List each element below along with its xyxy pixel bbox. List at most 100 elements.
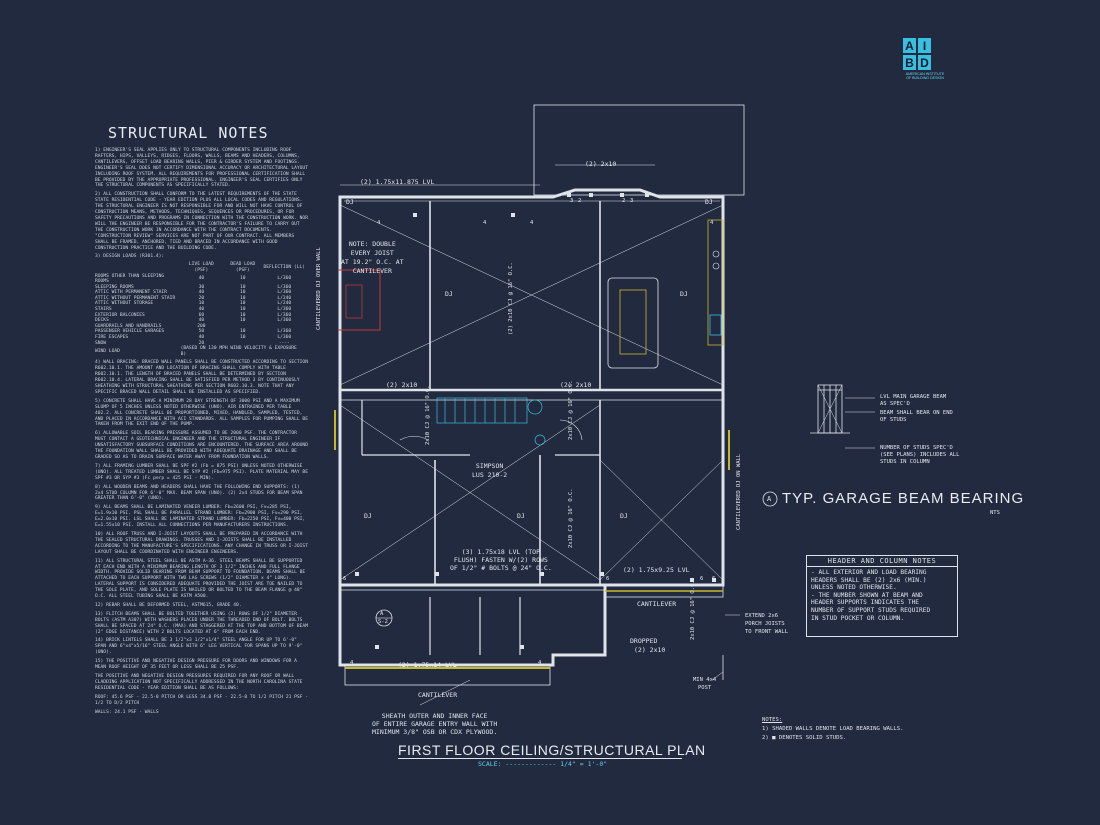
design-loads-table: LIVE LOAD (PSF) DEAD LOAD (PSF) DEFLECTI… xyxy=(95,262,305,357)
note-item: 12) REBAR SHALL BE DEFORMED STEEL, ASTM6… xyxy=(95,602,242,608)
dj-label: DJ xyxy=(346,198,354,206)
logo-letter: I xyxy=(918,38,931,53)
solid-studs xyxy=(355,193,716,649)
note-item: ROOF: 45.6 PSF - 22.5-0 PITCH OR LESS 34… xyxy=(95,694,308,706)
logo-letter: B xyxy=(903,55,916,70)
dj-label: DJ xyxy=(364,512,372,520)
stud-count: 4 xyxy=(710,220,714,226)
section-ref-sheet: S-2 xyxy=(378,619,388,625)
table-row: WIND LOAD(BASED ON 130 MPH WIND VELOCITY… xyxy=(95,346,297,357)
stud-count: 2 xyxy=(578,198,582,204)
note-item: 4) WALL BRACING: BRACED WALL PANELS SHAL… xyxy=(95,360,308,395)
joist-label: 2x10 CJ @ 16" O.C. xyxy=(690,580,696,640)
top-beam-label: (2) 1.75x11.875 LVL xyxy=(360,178,435,186)
note-item: 13) FLITCH BEAMS SHALL BE BOLTED TOGETHE… xyxy=(95,611,308,635)
dropped-label: DROPPED xyxy=(630,637,658,645)
dj-label: DJ xyxy=(705,198,713,206)
logo-letter: D xyxy=(918,55,931,70)
stud-count: 3 xyxy=(570,198,574,204)
joist-label: 2x10 CJ @ 16" O.C. xyxy=(568,380,574,440)
note-item: WALLS: 24.1 PSF - WALLS xyxy=(95,709,159,715)
kitchen-island xyxy=(607,277,659,369)
stud-count: 4 xyxy=(483,220,487,226)
lvl-right-label: (2) 1.75x9.25 LVL xyxy=(623,566,690,574)
stud-count: 4 xyxy=(377,220,381,226)
section-ref-letter: A xyxy=(380,611,384,617)
dj-label: DJ xyxy=(680,290,688,298)
joist-label: (2) 2x10 CJ @ 16" O.C. xyxy=(508,262,514,335)
table-header-row: LIVE LOAD (PSF) DEAD LOAD (PSF) DEFLECTI… xyxy=(188,262,305,273)
stair-beam-label: (2) 2x10 xyxy=(560,381,592,389)
note-item: 1) ENGINEER'S SEAL APPLIES ONLY TO STRUC… xyxy=(95,148,308,189)
stud-count: 2 xyxy=(622,198,626,204)
plan-title: FIRST FLOOR CEILING/STRUCTURAL PLAN xyxy=(398,742,706,758)
nts-label: NTS xyxy=(990,510,1000,516)
beam-detail-title: TYP. GARAGE BEAM BEARING xyxy=(782,490,1025,507)
general-notes: NOTES: 1) SHADED WALLS DENOTE LOAD BEARI… xyxy=(762,717,904,741)
joist-label: 2x10 CJ @ 16" O.C. xyxy=(425,385,431,445)
cantilever-right-porch-label: CANTILEVER xyxy=(637,600,677,608)
header-notes-title: HEADER AND COLUMN NOTES xyxy=(807,556,957,567)
stair-beam-label: (2) 2x10 xyxy=(386,381,418,389)
joist-label: 2x10 CJ @ 16" O.C. xyxy=(568,488,574,548)
note-item: 15) THE POSITIVE AND NEGATIVE DESIGN PRE… xyxy=(95,659,297,671)
dj-label: DJ xyxy=(445,290,453,298)
stud-count: 4 xyxy=(530,220,534,226)
note-item: THE POSITIVE AND NEGATIVE DESIGN PRESSUR… xyxy=(95,674,303,691)
bay-beam-label: (2) 2x10 xyxy=(585,160,617,168)
dj-label: DJ xyxy=(620,512,628,520)
stud-count: 6 xyxy=(343,576,347,582)
stud-count: 6 xyxy=(606,576,610,582)
logo-letter: A xyxy=(903,38,916,53)
joist-span-diagonal xyxy=(339,204,724,386)
beam-detail-ref: A xyxy=(767,495,772,503)
kitchen-counter xyxy=(707,219,724,346)
fireplace xyxy=(338,269,381,331)
dj-label: DJ xyxy=(517,512,525,520)
logo-caption: AMERICAN INSTITUTE OF BUILDING DESIGN xyxy=(905,72,945,80)
note-item: 6) ALLOWABLE SOIL BEARING PRESSURE ASSUM… xyxy=(95,431,308,460)
title-underline xyxy=(398,758,682,759)
upper-bay-outline xyxy=(533,104,745,196)
garage-beam-bearing-detail xyxy=(762,384,875,507)
note-item: 5) CONCRETE SHALL HAVE A MINIMUM 28 DAY … xyxy=(95,398,308,428)
bottom-cantilever xyxy=(344,664,551,686)
dropped-beam-label: (2) 2x10 xyxy=(634,646,666,654)
stud-count: 6 xyxy=(712,576,716,582)
scale-label: SCALE: ------------- 1/4" = 1'-0" xyxy=(478,760,608,768)
note-item: 7) ALL FRAMING LUMBER SHALL BE SPF #2 (F… xyxy=(95,463,308,481)
joist-span-diagonal xyxy=(339,404,601,581)
note-item: 11) ALL STRUCTURAL STEEL SHALL BE ASTM A… xyxy=(95,558,306,600)
stud-count: 6 xyxy=(700,576,704,582)
stairs xyxy=(436,397,546,446)
stud-count: 3 xyxy=(630,198,634,204)
beam-callout: NUMBER OF STUDS SPEC'D(SEE PLANS) INCLUD… xyxy=(880,445,960,465)
note-item: 3) DESIGN LOADS (R301.4): xyxy=(95,254,165,260)
note-item: 9) ALL BEAMS SHALL BE LAMINATED VENEER L… xyxy=(95,505,306,529)
note-item: 2) ALL CONSTRUCTION SHALL CONFORM TO THE… xyxy=(95,192,308,251)
lvl-bottom-label: (2) 1.75x14 LVL xyxy=(398,661,457,669)
header-column-notes: HEADER AND COLUMN NOTES - ALL EXTERIOR A… xyxy=(806,555,958,637)
structural-notes-title: STRUCTURAL NOTES xyxy=(108,124,269,142)
cantilever-bottom-label: CANTILEVER xyxy=(418,691,458,699)
